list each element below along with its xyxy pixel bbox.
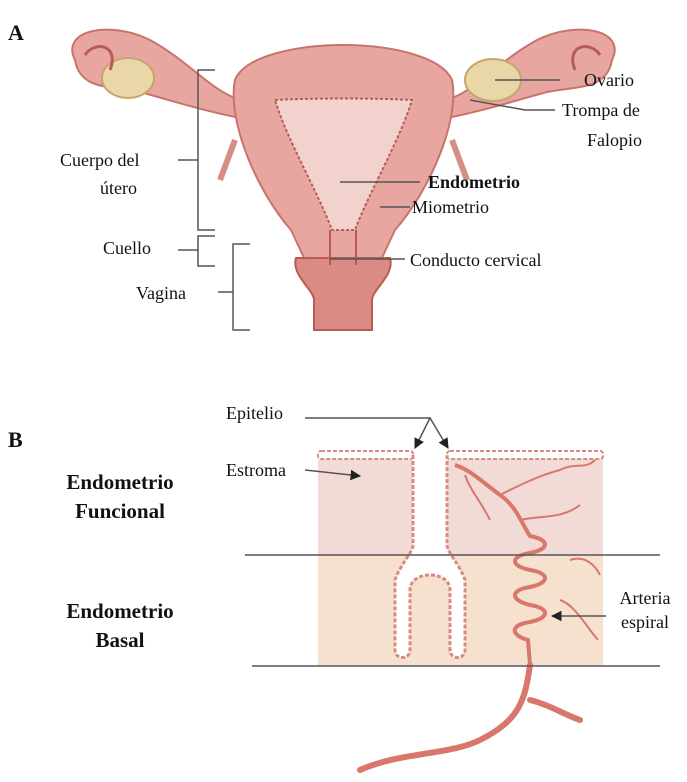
endometrium-section	[318, 451, 603, 770]
cervix-vagina	[295, 258, 390, 330]
label-basal-line2: Basal	[40, 626, 200, 654]
label-conducto-cervical: Conducto cervical	[410, 250, 541, 270]
fallopian-tube-left	[72, 30, 240, 118]
label-epitelio: Epitelio	[226, 403, 283, 423]
label-funcional-line2: Funcional	[40, 497, 200, 525]
label-vagina: Vagina	[136, 283, 186, 303]
label-arteria-line2: espiral	[610, 612, 680, 632]
label-trompa-line2: Falopio	[587, 130, 642, 150]
epithelium-right	[447, 451, 603, 459]
label-cuerpo-line1: Cuerpo del	[60, 150, 139, 170]
label-basal-line1: Endometrio	[40, 597, 200, 625]
label-estroma: Estroma	[226, 460, 286, 480]
panel-b-letter: B	[8, 427, 23, 453]
label-cuello: Cuello	[103, 238, 151, 258]
epithelium-left	[318, 451, 413, 459]
label-ovario: Ovario	[584, 70, 634, 90]
label-miometrio: Miometrio	[412, 197, 489, 217]
label-trompa-line1: Trompa de	[562, 100, 640, 120]
label-funcional-line1: Endometrio	[40, 468, 200, 496]
label-endometrio: Endometrio	[428, 172, 520, 192]
label-cuerpo-line2: útero	[100, 178, 137, 198]
ovary-left	[102, 58, 154, 98]
label-arteria-line1: Arteria	[610, 588, 680, 608]
artery-trunk	[360, 665, 580, 770]
panel-a-letter: A	[8, 20, 24, 46]
